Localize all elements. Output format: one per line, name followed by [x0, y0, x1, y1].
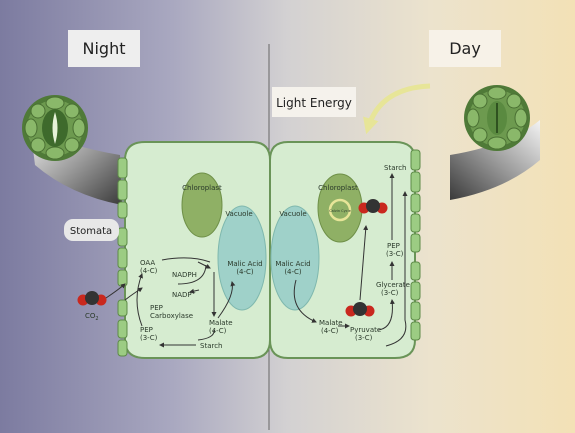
day-pathway-arrows	[293, 173, 408, 347]
svg-text:Stomata: Stomata	[70, 226, 112, 237]
day-cell-wall	[410, 149, 421, 341]
nadph-label: NADPH	[172, 271, 197, 279]
day-starch-label: Starch	[384, 164, 407, 172]
svg-text:(3-C): (3-C)	[386, 250, 404, 258]
day-heading: Day	[429, 30, 501, 67]
svg-text:Day: Day	[449, 39, 481, 58]
svg-text:(3-C): (3-C)	[355, 334, 373, 342]
light-energy-arrow	[363, 83, 431, 135]
day-malate-label: Malate	[319, 319, 343, 327]
night-vacuole	[217, 205, 267, 311]
svg-text:Carboxylase: Carboxylase	[150, 312, 193, 320]
svg-text:Malic Acid: Malic Acid	[275, 260, 310, 268]
left-stomata-icon	[22, 95, 88, 161]
day-co2-molecule-upper	[358, 199, 388, 214]
night-co2-molecule	[77, 291, 107, 306]
svg-text:(4-C): (4-C)	[236, 268, 254, 276]
night-chloroplast	[181, 172, 223, 238]
light-energy-label: Light Energy	[272, 87, 356, 117]
oaa-label: OAA	[140, 259, 155, 267]
svg-text:Calvin Cycle: Calvin Cycle	[329, 209, 351, 213]
svg-text:(4-C): (4-C)	[321, 327, 339, 335]
svg-text:Chloroplast: Chloroplast	[182, 184, 222, 192]
night-pathway-arrows	[105, 257, 236, 348]
pyruvate-label: Pyruvate	[350, 326, 381, 334]
svg-text:(3-C): (3-C)	[381, 289, 399, 297]
night-pep-label: PEP	[140, 326, 153, 334]
night-heading: Night	[68, 30, 140, 67]
svg-text:Malic Acid: Malic Acid	[227, 260, 262, 268]
night-starch-label: Starch	[200, 342, 223, 350]
svg-text:(4-C): (4-C)	[140, 267, 158, 275]
calvin-cycle-ring	[328, 198, 352, 222]
day-vacuole	[270, 205, 320, 311]
svg-text:Light Energy: Light Energy	[276, 96, 352, 110]
day-co2-molecule-lower	[345, 302, 375, 317]
co2-label: CO2	[85, 312, 99, 322]
night-malate-label: Malate	[209, 319, 233, 327]
svg-text:Night: Night	[83, 39, 126, 58]
svg-text:(4-C): (4-C)	[284, 268, 302, 276]
svg-text:Vacuole: Vacuole	[225, 210, 252, 218]
svg-text:Vacuole: Vacuole	[279, 210, 306, 218]
svg-text:(4-C): (4-C)	[209, 327, 227, 335]
night-cell-wall	[117, 157, 128, 357]
right-stomata-icon	[464, 85, 530, 151]
svg-text:(3-C): (3-C)	[140, 334, 158, 342]
svg-text:Chloroplast: Chloroplast	[318, 184, 358, 192]
stomata-label: Stomata	[64, 219, 119, 241]
day-pep-label: PEP	[387, 242, 400, 250]
pep-carboxylase-label: PEP	[150, 304, 163, 312]
glycerate-label: Glycerate	[376, 281, 410, 289]
